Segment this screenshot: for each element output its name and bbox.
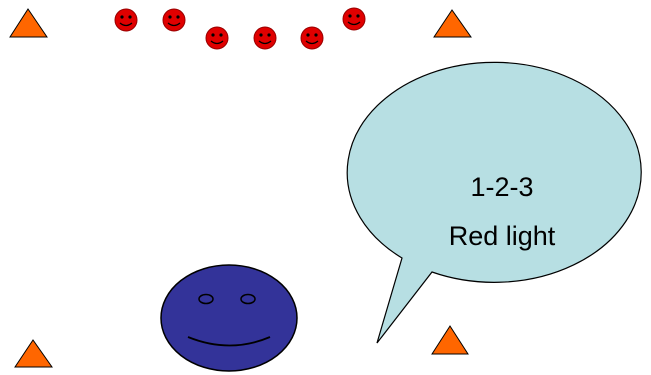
speech-bubble: 1-2-3 Red light [346,61,642,344]
red-players [114,7,366,50]
it-player-smiley-icon [160,264,298,372]
speech-bubble-line-1: 1-2-3 [470,172,533,202]
cone-bottom-left-icon [14,339,53,368]
red-player-3-icon [205,26,229,50]
it-player-mouth [187,336,271,347]
red-player-2-icon [162,8,186,32]
red-player-6-icon [342,7,366,31]
cone-top-left-icon [9,8,48,38]
red-player-1-icon [114,8,138,32]
cone-top-right-icon [433,9,472,38]
it-player-left-eye [198,293,214,305]
red-player-4-icon [253,26,277,50]
cone-bottom-right-icon [431,325,469,355]
it-player-right-eye [240,293,256,305]
speech-bubble-line-2: Red light [449,221,556,251]
red-player-5-icon [300,26,324,50]
